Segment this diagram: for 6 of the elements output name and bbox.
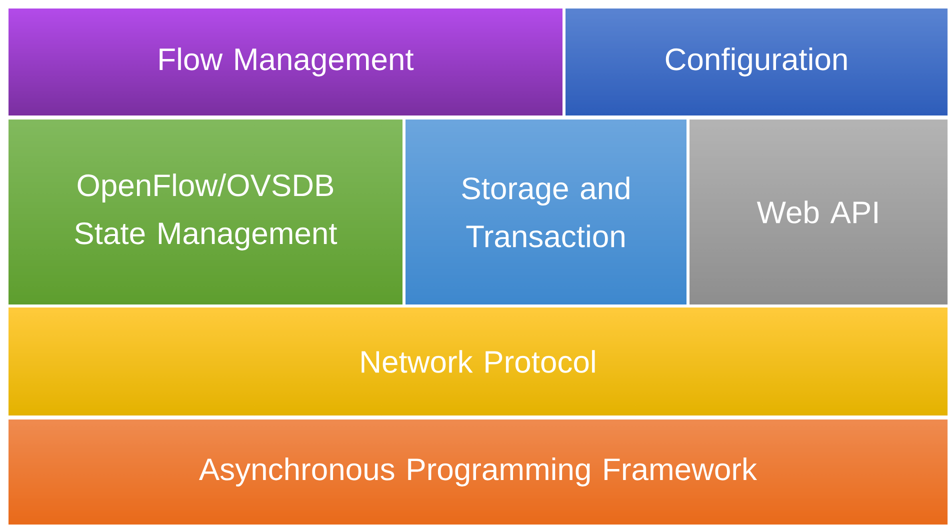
layer-box: Storage and Transaction (404, 118, 688, 306)
layer-box: Web API (688, 118, 948, 306)
layer-box: Configuration (564, 8, 948, 116)
layer-box: OpenFlow/OVSDB State Management (8, 118, 404, 306)
layer-box: Asynchronous Programming Framework (8, 418, 948, 525)
layer-box: Flow Management (8, 8, 564, 116)
